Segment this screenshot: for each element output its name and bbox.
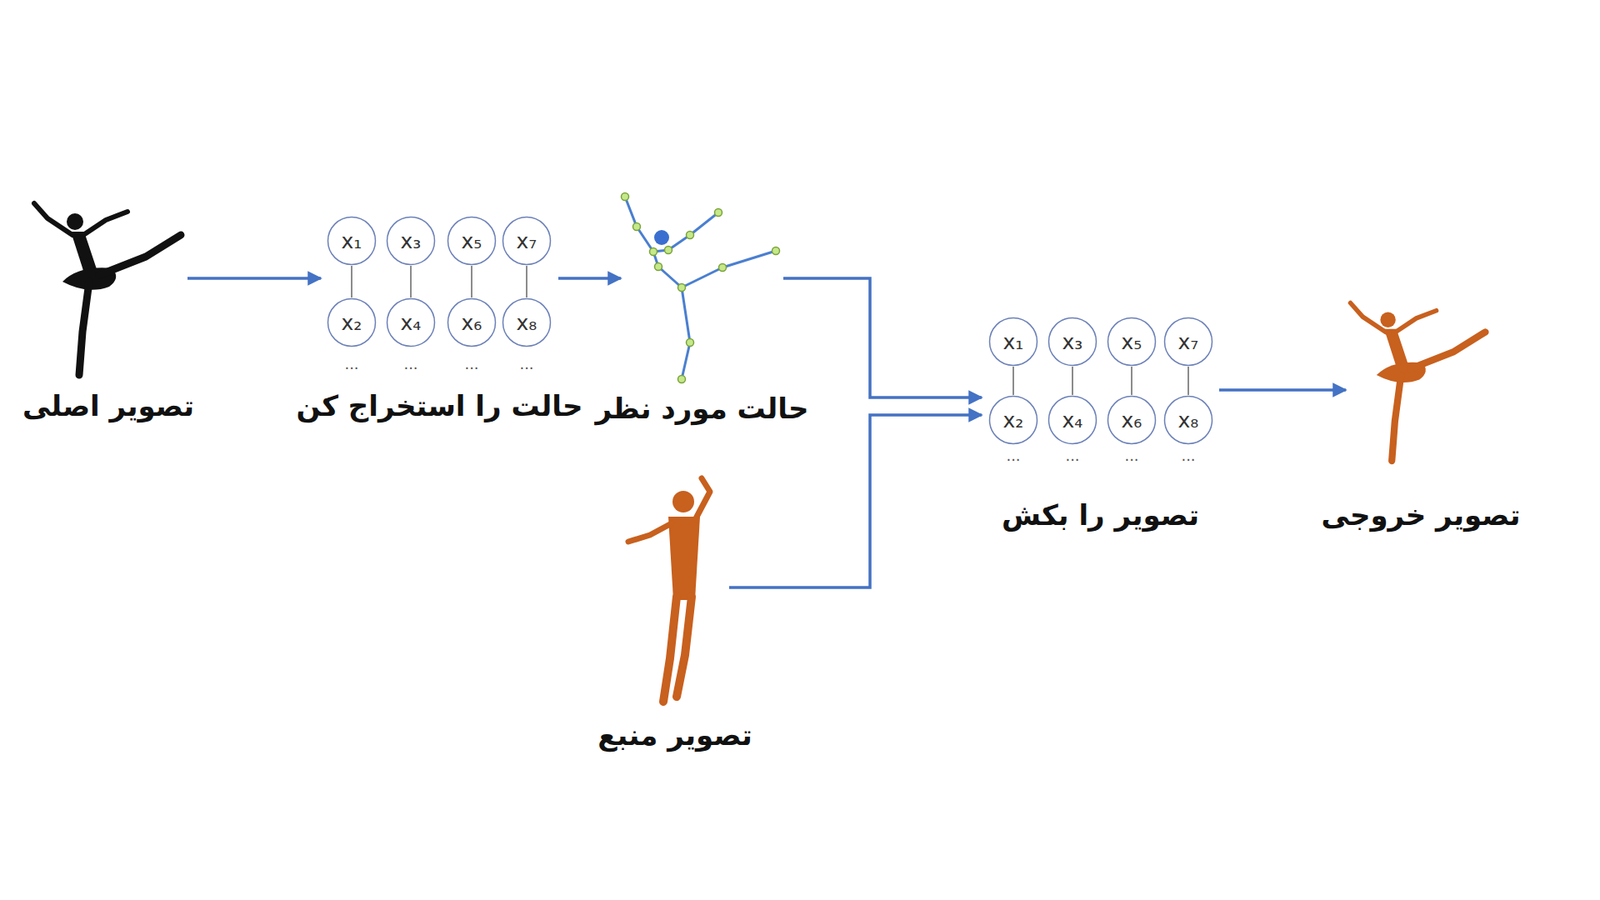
flow-arrow — [729, 415, 982, 588]
ellipsis-label: ... — [1005, 448, 1020, 464]
variable-label: x₇ — [501, 215, 552, 266]
neuron-circle: x₃ — [1047, 316, 1098, 367]
flow-arrow — [1219, 388, 1346, 392]
output-dancer — [1350, 303, 1486, 462]
link-line — [1012, 366, 1015, 395]
neuron-circle: x₂ — [988, 395, 1039, 445]
ellipsis-label: ... — [519, 356, 534, 372]
source-dancer — [628, 478, 710, 702]
neuron-circle: x₇ — [1163, 316, 1214, 367]
stage-node: تصویر را بکشx₁x₃x₅x₇x₂x₄x₆x₈ — [981, 311, 1220, 466]
stage-caption: تصویر اصلی — [22, 389, 195, 424]
link-line — [1130, 366, 1133, 395]
stage-caption: تصویر خروجی — [1320, 498, 1520, 533]
link-line — [470, 265, 473, 298]
variable-label: x₆ — [446, 297, 497, 348]
stage-caption: حالت را استخراج کن — [296, 389, 584, 424]
link-line — [410, 265, 412, 298]
neuron-circle: x₂ — [326, 297, 377, 348]
variable-label: x₄ — [1047, 395, 1098, 445]
stage-caption: حالت مورد نظر — [595, 391, 809, 426]
flow-arrow — [783, 278, 982, 398]
link-line — [1071, 366, 1074, 395]
ellipsis-label: ... — [344, 356, 359, 372]
flow-arrow — [187, 276, 321, 280]
variable-label: x₈ — [501, 297, 552, 348]
stage-node: تصویر منبع — [620, 475, 730, 709]
variable-label: x₁ — [326, 215, 377, 266]
variable-label: x₃ — [385, 215, 436, 266]
variable-label: x₁ — [988, 316, 1039, 367]
neuron-circle: x₈ — [1163, 395, 1214, 445]
neuron-circle: x₆ — [446, 297, 497, 348]
pose-skeleton — [621, 193, 780, 384]
neuron-circle: x₈ — [501, 297, 552, 348]
original-dancer — [34, 203, 181, 375]
link-line — [525, 265, 528, 298]
neuron-circle: x₅ — [1106, 316, 1157, 367]
neuron-circle: x₄ — [1047, 395, 1098, 445]
neuron-circle: x₆ — [1106, 395, 1157, 445]
ellipsis-label: ... — [1065, 448, 1080, 464]
link-line — [1187, 366, 1190, 395]
stage-node: حالت مورد نظر — [620, 190, 784, 384]
neuron-circle: x₁ — [988, 316, 1039, 367]
stage-node: تصویر خروجی — [1345, 295, 1496, 463]
variable-label: x₈ — [1163, 395, 1214, 445]
variable-label: x₂ — [326, 297, 377, 348]
flow-arrow — [558, 276, 621, 280]
stage-node: تصویر اصلی — [29, 195, 188, 380]
link-line — [350, 265, 353, 298]
variable-label: x₆ — [1106, 395, 1157, 445]
stage-caption: تصویر منبع — [597, 718, 752, 753]
neuron-circle: x₄ — [385, 297, 436, 348]
stage-caption: تصویر را بکش — [1001, 498, 1200, 533]
neuron-circle: x₇ — [501, 215, 552, 266]
neuron-circle: x₅ — [446, 215, 497, 266]
ellipsis-label: ... — [464, 356, 479, 372]
variable-label: x₇ — [1163, 316, 1214, 367]
variable-label: x₃ — [1047, 316, 1098, 367]
ellipsis-label: ... — [1180, 448, 1195, 464]
ellipsis-label: ... — [403, 356, 418, 372]
neuron-circle: x₁ — [326, 215, 377, 266]
ellipsis-label: ... — [1124, 448, 1139, 464]
variable-label: x₅ — [446, 215, 497, 266]
stage-node: حالت را استخراج کنx₁x₃x₅x₇x₂x₄x₆x₈ — [320, 212, 559, 380]
variable-label: x₅ — [1106, 316, 1157, 367]
variable-label: x₄ — [385, 297, 436, 348]
variable-label: x₂ — [988, 395, 1039, 445]
neuron-circle: x₃ — [385, 215, 436, 266]
